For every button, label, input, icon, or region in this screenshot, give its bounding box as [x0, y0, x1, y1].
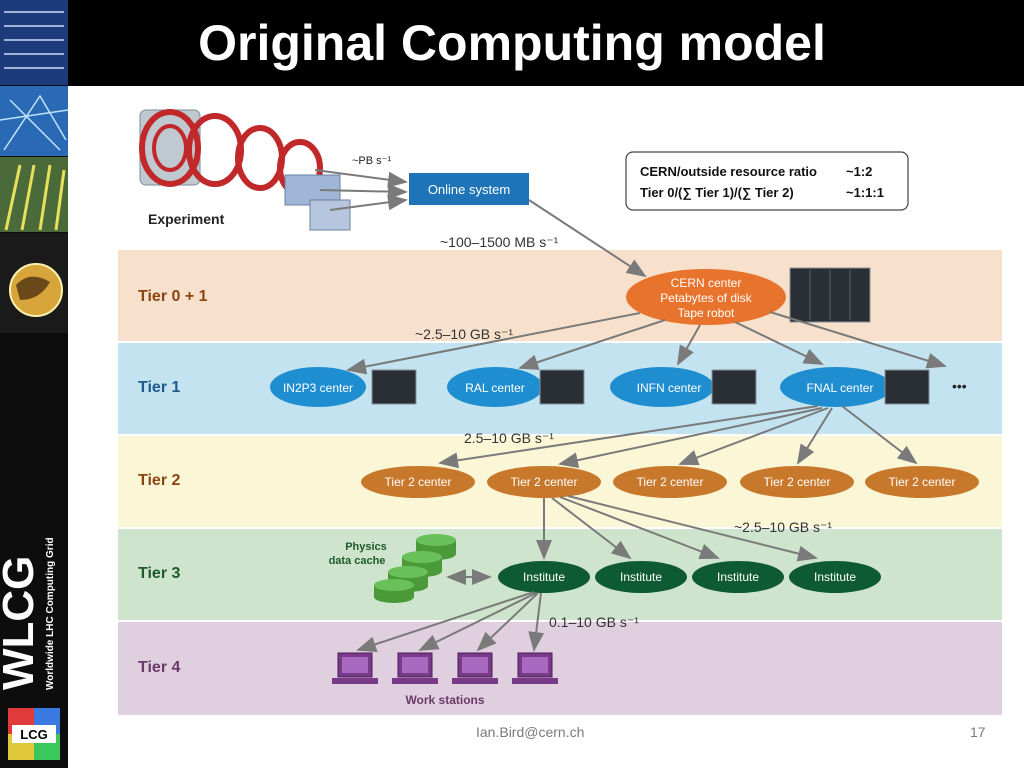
tier3-label: Tier 3	[138, 565, 181, 582]
more-ellipsis: •••	[952, 378, 967, 394]
tier1-center-label: RAL center	[465, 381, 525, 395]
svg-text:Tier 2 center: Tier 2 center	[889, 475, 956, 489]
svg-text:Tier 2 center: Tier 2 center	[511, 475, 578, 489]
tier4-band	[118, 622, 1002, 715]
rate-online-cern: ~100–1500 MB s⁻¹	[440, 234, 559, 250]
tier1-center-fnal: FNAL center	[780, 367, 930, 407]
svg-text:Institute: Institute	[523, 570, 565, 584]
tier01-label: Tier 0 + 1	[138, 288, 208, 305]
ratio-row2-value: ~1:1:1	[846, 185, 884, 200]
sidebar-graphic: WLCG Worldwide LHC Computing Grid LCG	[0, 0, 68, 760]
workstation-icon	[512, 652, 558, 684]
network-image	[0, 86, 68, 156]
workstations-label: Work stations	[405, 693, 484, 707]
rate-tier2-tier3: ~2.5–10 GB s⁻¹	[734, 519, 832, 535]
institute-node: Institute	[692, 561, 784, 593]
institute-node: Institute	[789, 561, 881, 593]
page-number: 17	[970, 724, 986, 740]
tier1-center-in2p3: IN2P3 center	[270, 367, 417, 407]
tier1-center-label: INFN center	[637, 381, 702, 395]
institute-node: Institute	[595, 561, 687, 593]
server-image	[371, 369, 417, 405]
tier1-center-infn: INFN center	[610, 367, 757, 407]
tier2-center: Tier 2 center	[613, 466, 727, 498]
ratio-box	[625, 151, 909, 211]
tier2-label: Tier 2	[138, 472, 181, 489]
cern-center-node	[626, 269, 786, 325]
server-rack-image	[0, 0, 68, 85]
tier2-center: Tier 2 center	[487, 466, 601, 498]
tier2-center: Tier 2 center	[361, 466, 475, 498]
server-image	[884, 369, 930, 405]
brand-subtitle: Worldwide LHC Computing Grid	[45, 537, 56, 690]
brand-wordmark: WLCG	[0, 556, 43, 690]
ratio-row2-label: Tier 0/(∑ Tier 1)/(∑ Tier 2)	[640, 185, 794, 200]
cern-center-line3: Tape robot	[678, 306, 735, 320]
tier1-center-ral: RAL center	[447, 367, 585, 407]
server-image	[539, 369, 585, 405]
physics-cache-line2: data cache	[329, 555, 386, 567]
server-image	[711, 369, 757, 405]
slide-title: Original Computing model	[198, 15, 826, 71]
lcg-logo: LCG	[8, 708, 60, 760]
cern-server-image	[789, 267, 871, 323]
disk-stack-icon	[374, 534, 456, 603]
rate-tier3-tier4: 0.1–10 GB s⁻¹	[549, 614, 639, 630]
ratio-row1-value: ~1:2	[846, 164, 872, 179]
physics-cache-line1: Physics	[345, 541, 387, 553]
svg-text:Tier 2 center: Tier 2 center	[385, 475, 452, 489]
rate-tier0-tier1: ~2.5–10 GB s⁻¹	[415, 326, 513, 342]
title-bar	[68, 0, 1024, 86]
online-system-label: Online system	[428, 182, 510, 197]
footer-email: Ian.Bird@cern.ch	[476, 724, 585, 740]
tier1-center-label: FNAL center	[807, 381, 874, 395]
experiment-label: Experiment	[148, 211, 225, 227]
tier1-center-label: IN2P3 center	[283, 381, 353, 395]
tier2-center: Tier 2 center	[740, 466, 854, 498]
svg-text:Institute: Institute	[814, 570, 856, 584]
svg-text:Tier 2 center: Tier 2 center	[764, 475, 831, 489]
cern-center-line2: Petabytes of disk	[660, 291, 752, 305]
cern-center-line1: CERN center	[671, 276, 742, 290]
workstation-icon	[452, 652, 498, 684]
svg-text:Institute: Institute	[717, 570, 759, 584]
institute-node: Institute	[498, 561, 590, 593]
svg-text:Tier 2 center: Tier 2 center	[637, 475, 704, 489]
lcg-logo-text: LCG	[20, 727, 47, 742]
rate-tier1-tier2: 2.5–10 GB s⁻¹	[464, 430, 554, 446]
workstation-icon	[392, 652, 438, 684]
sidebar: WLCG Worldwide LHC Computing Grid LCG	[0, 0, 68, 768]
svg-text:Institute: Institute	[620, 570, 662, 584]
pb-rate-label: ~PB s⁻¹	[352, 155, 391, 167]
tier1-label: Tier 1	[138, 379, 181, 396]
tier2-center: Tier 2 center	[865, 466, 979, 498]
workstation-icon	[332, 652, 378, 684]
ratio-row1-label: CERN/outside resource ratio	[640, 164, 817, 179]
detector-image	[139, 109, 351, 231]
online-system-box	[409, 173, 529, 205]
tier4-label: Tier 4	[138, 659, 181, 676]
